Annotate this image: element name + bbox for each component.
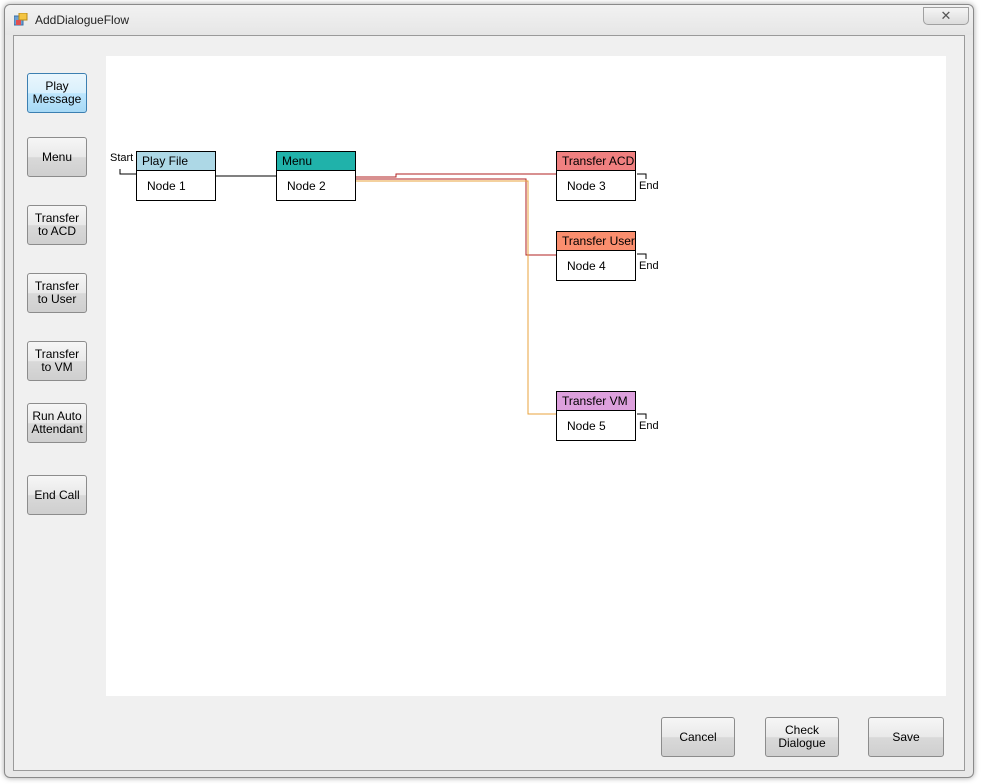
- start-label: Start: [110, 152, 134, 164]
- start-connector: [119, 169, 136, 175]
- transfer-to-acd-button[interactable]: Transfer to ACD: [27, 205, 87, 245]
- close-icon: ✕: [940, 8, 952, 23]
- node-label: Node 5: [567, 419, 606, 433]
- wire-node2-node4: [356, 178, 556, 256]
- flow-canvas[interactable]: Start Play File Node 1 Menu Node 2 Trans…: [106, 56, 946, 696]
- transfer-to-vm-button[interactable]: Transfer to VM: [27, 341, 87, 381]
- check-dialogue-button[interactable]: Check Dialogue: [765, 717, 839, 757]
- flow-node-4[interactable]: Transfer User Node 4: [556, 231, 636, 281]
- node-header: Play File: [137, 152, 215, 171]
- run-auto-attendant-button[interactable]: Run Auto Attendant: [27, 403, 87, 443]
- end-connector-node3: [637, 173, 647, 179]
- node-header: Menu: [277, 152, 355, 171]
- node-header: Transfer User: [557, 232, 635, 251]
- end-connector-node5: [637, 413, 647, 419]
- client-area: Play Message Menu Transfer to ACD Transf…: [13, 35, 965, 771]
- flow-node-5[interactable]: Transfer VM Node 5: [556, 391, 636, 441]
- node-label: Node 1: [147, 179, 186, 193]
- save-button[interactable]: Save: [868, 717, 944, 757]
- end-connector-node4: [637, 253, 647, 259]
- end-label: End: [639, 180, 659, 192]
- transfer-to-user-button[interactable]: Transfer to User: [27, 273, 87, 313]
- play-message-button[interactable]: Play Message: [27, 73, 87, 113]
- close-button[interactable]: ✕: [923, 7, 969, 25]
- app-icon: [14, 13, 28, 26]
- wire-node2-node5: [356, 180, 556, 415]
- connection-wires: [119, 169, 647, 419]
- node-header: Transfer VM: [557, 392, 635, 411]
- end-label: End: [639, 420, 659, 432]
- node-label: Node 3: [567, 179, 606, 193]
- node-header: Transfer ACD: [557, 152, 635, 171]
- end-call-button[interactable]: End Call: [27, 475, 87, 515]
- title-bar[interactable]: AddDialogueFlow ✕: [5, 5, 973, 35]
- menu-button[interactable]: Menu: [27, 137, 87, 177]
- node-label: Node 2: [287, 179, 326, 193]
- flow-node-2[interactable]: Menu Node 2: [276, 151, 356, 201]
- flow-node-1[interactable]: Play File Node 1: [136, 151, 216, 201]
- window-title: AddDialogueFlow: [35, 13, 130, 27]
- node-label: Node 4: [567, 259, 606, 273]
- dialog-window: AddDialogueFlow ✕ Play Message Menu Tran…: [4, 4, 974, 778]
- end-label: End: [639, 260, 659, 272]
- flow-node-3[interactable]: Transfer ACD Node 3: [556, 151, 636, 201]
- cancel-button[interactable]: Cancel: [661, 717, 735, 757]
- wire-node2-node3: [356, 173, 556, 178]
